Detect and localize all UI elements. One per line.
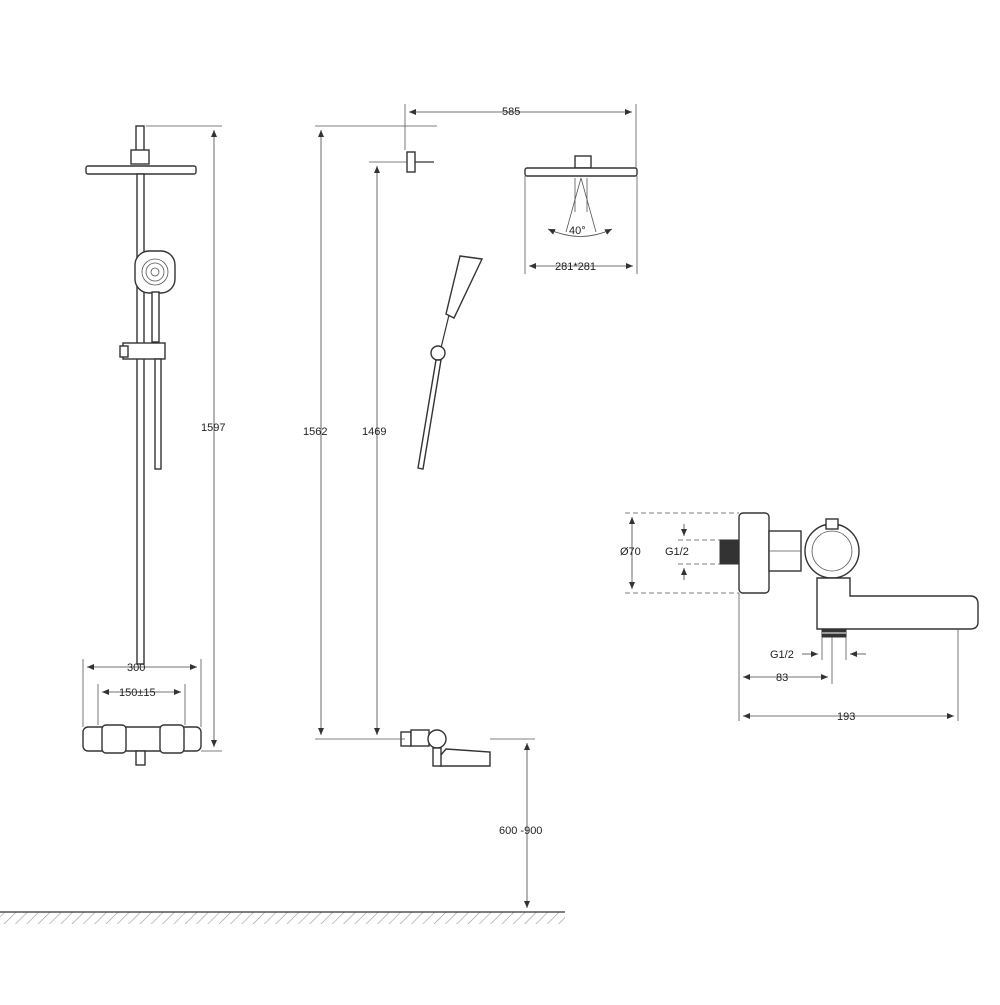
mixer-detail-view: Ø70 G1/2 G1/2 83 193 [620, 512, 979, 723]
detail-eccentric [719, 539, 741, 565]
front-riser-pipe [136, 173, 145, 665]
front-head-connector [130, 149, 150, 165]
dim-height-slide: 1469 [362, 426, 386, 438]
front-mixer [82, 724, 202, 766]
dim-inlet-spacing: 150±15 [119, 687, 156, 699]
dim-head-size: 281*281 [555, 261, 596, 273]
dim-mixer-depth: 83 [776, 672, 788, 684]
floor-line [0, 911, 565, 924]
side-hand-shower [417, 255, 484, 470]
front-hose [154, 358, 162, 470]
side-wall-bracket [406, 151, 416, 173]
dim-thread-top: G1/2 [665, 546, 689, 558]
dim-height-front: 1597 [201, 422, 225, 434]
dim-thread-bottom: G1/2 [770, 649, 794, 661]
front-hand-shower [134, 250, 176, 343]
dim-mount-height: 600 -900 [499, 825, 542, 837]
dim-height-overall: 1562 [303, 426, 327, 438]
dim-mixer-diameter: Ø70 [620, 546, 641, 558]
side-pipe-outline [436, 127, 584, 735]
front-head-arm [135, 125, 145, 153]
dim-bar-width: 300 [127, 662, 145, 674]
dim-spray-angle: 40° [569, 225, 586, 237]
side-rain-head [524, 167, 638, 177]
front-view: 1597 300 150±15 [82, 125, 225, 766]
front-rain-head [85, 165, 197, 175]
detail-mixer-body [804, 523, 860, 579]
dim-spout-length: 193 [837, 711, 855, 723]
front-slider [122, 342, 166, 360]
dim-width-top: 585 [502, 106, 520, 118]
side-mixer [400, 729, 491, 767]
detail-spout [816, 577, 979, 630]
side-view: 40° 281*281 585 1562 [303, 104, 638, 908]
